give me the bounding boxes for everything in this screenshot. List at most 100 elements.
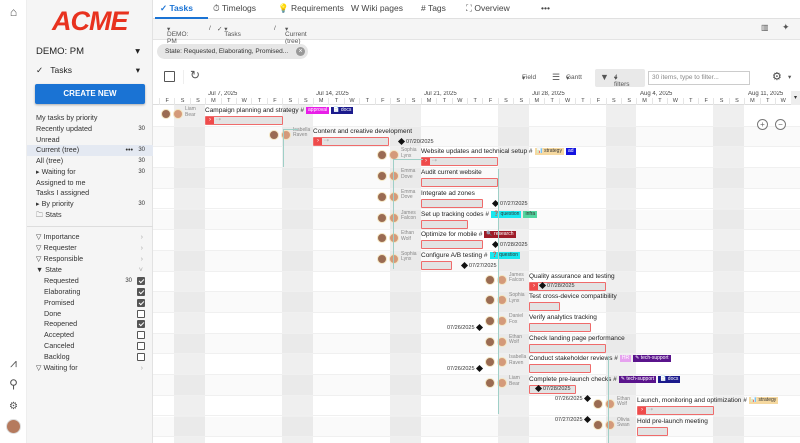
home-icon[interactable]: ⌂ — [9, 5, 18, 19]
tab-more[interactable]: ••• — [541, 3, 550, 13]
filter-importance[interactable]: ▽ Importance› — [36, 232, 143, 241]
zoom-out-icon[interactable]: − — [775, 119, 786, 130]
gantt-row[interactable] — [153, 106, 800, 127]
state-done[interactable]: Done — [27, 309, 153, 320]
milestone[interactable]: 07/26/2025 — [447, 365, 484, 373]
more-icon[interactable]: ••• — [125, 145, 133, 154]
acme-logo[interactable]: ACME — [52, 6, 128, 36]
task-name[interactable]: Check landing page performance — [529, 334, 625, 342]
search-icon[interactable]: ⚲ — [9, 377, 18, 391]
tab-tags[interactable]: # Tags — [421, 3, 446, 13]
view-current-tree[interactable]: Current (tree)•••30 — [27, 145, 153, 156]
tag-badge[interactable]: ❓ question — [490, 210, 522, 218]
task-bar[interactable]: ›⇢ — [421, 157, 498, 167]
tag-badge[interactable]: 📊 strategy — [534, 148, 564, 156]
task-name[interactable]: Audit current website — [421, 169, 482, 177]
user-avatar[interactable] — [6, 419, 21, 434]
state-filter-chip[interactable]: State: Requested, Elaborating, Promised.… — [157, 44, 308, 59]
tag-badge[interactable]: ad — [565, 148, 576, 156]
task-bar[interactable] — [529, 343, 606, 353]
gantt-row[interactable] — [153, 396, 800, 417]
view-my-tasks-by-priority[interactable]: My tasks by priority — [36, 113, 98, 122]
task-name[interactable]: Hold pre-launch meeting — [637, 417, 708, 425]
task-name[interactable]: Launch, monitoring and optimization #📊 s… — [637, 396, 779, 405]
breadcrumb-view[interactable]: Current (tree) ▾ — [285, 26, 307, 45]
collapse-icon[interactable]: › — [206, 117, 214, 124]
field-dropdown[interactable]: Field ▾ — [522, 74, 537, 82]
task-bar[interactable] — [529, 323, 591, 332]
tag-badge[interactable]: 📊 strategy — [748, 396, 779, 404]
gantt-row[interactable] — [153, 189, 800, 210]
state-canceled[interactable]: Canceled — [27, 341, 153, 352]
split-view-icon[interactable]: ▥ — [761, 23, 769, 32]
tab-tasks[interactable]: ✓ Tasks — [160, 3, 193, 13]
gantt-row[interactable] — [153, 354, 800, 376]
state-reopened[interactable]: Reopened — [27, 319, 153, 330]
task-bar[interactable]: ›⇢07/28/2025 — [529, 281, 606, 291]
task-name[interactable]: Test cross-device compatibility — [529, 293, 617, 301]
filter-state[interactable]: ▼ State˅ — [36, 265, 143, 274]
gantt-row[interactable] — [153, 417, 800, 438]
task-name[interactable]: Verify analytics tracking — [529, 314, 597, 321]
task-bar[interactable] — [421, 240, 483, 250]
refresh-icon[interactable]: ↻ — [190, 68, 201, 82]
gantt-row[interactable] — [153, 127, 800, 148]
milestone[interactable]: 07/27/2025 — [555, 415, 592, 423]
tag-badge[interactable]: ❓ question — [489, 251, 521, 259]
task-name[interactable]: Quality assurance and testing — [529, 272, 615, 280]
task-name[interactable]: Optimize for mobile #🔍 research — [421, 231, 516, 239]
milestone[interactable]: 07/27/2025 — [460, 261, 497, 269]
state-accepted[interactable]: Accepted — [27, 330, 153, 341]
gantt-row[interactable] — [153, 230, 800, 251]
checkbox[interactable] — [137, 342, 145, 350]
view-all-tree[interactable]: All (tree)30 — [36, 156, 145, 165]
view-stats[interactable]: 🗀 Stats — [36, 210, 62, 219]
gantt-row[interactable] — [153, 334, 800, 355]
task-bar[interactable] — [421, 219, 468, 229]
checkbox[interactable] — [137, 299, 145, 307]
caret-down-icon[interactable]: ▾ — [788, 74, 792, 81]
checkbox[interactable] — [137, 320, 145, 328]
task-bar[interactable]: ›⇢ — [637, 405, 714, 415]
tag-badge[interactable]: 📄 docs — [331, 107, 354, 114]
task-bar[interactable] — [529, 364, 591, 374]
state-promised[interactable]: Promised — [27, 298, 153, 309]
task-bar[interactable] — [421, 178, 498, 188]
task-bar[interactable] — [421, 198, 483, 208]
module-selector[interactable]: ✓ Tasks▾ — [36, 65, 140, 75]
filter-waiting-for[interactable]: ▽ Waiting for› — [36, 363, 143, 372]
filter-responsible[interactable]: ▽ Responsible› — [36, 254, 143, 263]
milestone[interactable]: 07/26/2025 — [447, 324, 484, 332]
task-name[interactable]: Content and creative development — [313, 127, 413, 135]
milestone[interactable]: 07/28/2025 — [491, 241, 528, 249]
tab-wiki-pages[interactable]: W Wiki pages — [351, 3, 403, 13]
view-tasks-i-assigned[interactable]: Tasks I assigned — [36, 188, 90, 197]
tag-badge[interactable]: ✎ tech-support — [633, 355, 671, 363]
filters-button[interactable] — [595, 69, 645, 87]
collapse-icon[interactable]: › — [530, 282, 538, 290]
checkbox[interactable] — [137, 353, 145, 361]
filter-search-input[interactable]: 30 items, type to filter... — [648, 71, 750, 85]
ai-sparkle-icon[interactable]: ✦ — [782, 22, 790, 32]
task-name[interactable]: Complete pre-launch checks #✎ tech-suppo… — [529, 376, 681, 384]
gantt-row[interactable] — [153, 168, 800, 189]
task-bar[interactable]: 07/28/2025 — [529, 385, 576, 395]
task-bar[interactable]: ›⇢ — [205, 116, 283, 125]
gantt-row[interactable] — [153, 210, 800, 231]
milestone[interactable]: 07/20/2025 — [397, 137, 434, 145]
milestone[interactable]: 07/27/2025 — [491, 199, 528, 207]
settings-icon[interactable]: ⚙ — [9, 401, 18, 412]
state-backlog[interactable]: Backlog — [27, 352, 153, 363]
task-name[interactable]: Campaign planning and strategy #approval… — [205, 107, 354, 115]
collapse-icon[interactable]: › — [638, 406, 646, 414]
task-bar[interactable] — [529, 302, 560, 312]
gantt-row[interactable] — [153, 375, 800, 396]
create-new-button[interactable]: CREATE NEW — [35, 84, 145, 104]
tag-badge[interactable]: 🔍 research — [484, 231, 516, 239]
scroll-dropdown-icon[interactable]: ▾ — [791, 91, 800, 105]
select-all-checkbox[interactable] — [164, 71, 175, 82]
checkbox[interactable] — [137, 277, 145, 285]
